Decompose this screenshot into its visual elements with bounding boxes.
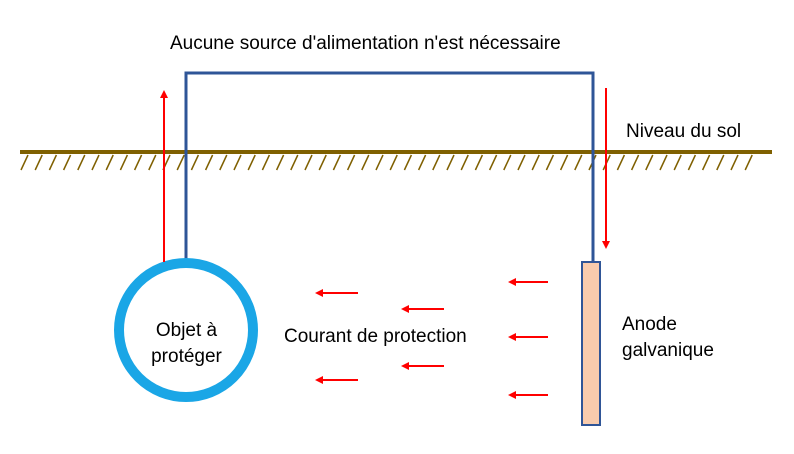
ground-hatch [34,154,43,171]
ground-hatch [531,154,540,171]
ground-hatch [417,154,427,171]
ground-hatch [730,154,739,171]
ground-hatch [20,154,29,171]
power-note-label: Aucune source d'alimentation n'est néces… [170,33,561,54]
connecting-wire [184,71,595,268]
ground-hatch [389,154,398,171]
ground-level-label: Niveau du sol [626,121,742,142]
ground-hatch [701,154,711,171]
ground-hatch [630,154,640,171]
ground-hatch [233,154,242,171]
ground-hatching [20,154,753,171]
ground-hatch [346,154,356,171]
ground-hatch [432,154,441,171]
galvanic-anode [581,261,601,426]
ground-hatch [446,154,455,171]
anode-label-line2: galvanique [622,340,714,361]
ground-hatch [261,154,271,171]
ground-hatch [148,154,157,171]
ground-hatch [332,154,342,171]
ground-hatch [304,154,313,171]
ground-hatch [460,154,469,171]
protected-object-ring [114,258,258,402]
ground-hatch [375,154,384,171]
ground-hatch [574,154,583,171]
ground-hatch [559,154,569,171]
ground-hatch [687,154,697,171]
ground-hatch [403,154,413,171]
ground-hatch [673,154,682,171]
galvanic-anode-label: Anode galvanique [622,312,714,364]
ground-hatch [616,154,626,171]
ground-hatch [290,154,299,171]
ground-hatch [204,154,214,171]
object-label-line1: Objet à [155,320,218,341]
ground-hatch [744,154,753,171]
protection-current-label: Courant de protection [284,326,467,347]
object-label-line2: protéger [151,346,222,367]
ground-hatch [48,154,58,171]
ground-hatch [659,154,668,171]
ground-hatch [318,154,327,171]
ground-hatch [133,154,143,171]
ground-hatch [545,154,555,171]
ground-hatch [517,154,526,171]
ground-hatch [105,154,114,171]
protection-current-arrows [315,278,548,399]
ground-level [20,150,772,171]
ground-hatch [645,154,654,171]
ground-hatch [91,154,100,171]
ground-hatch [503,154,512,171]
anode-label-line1: Anode [622,314,677,335]
ground-hatch [488,154,498,171]
ground-hatch [190,154,200,171]
ground-hatch [62,154,72,171]
ground-hatch [361,154,370,171]
ground-hatch [77,154,86,171]
ground-hatch [716,154,725,171]
ground-hatch [275,154,285,171]
ground-hatch [176,154,185,171]
protected-object-label: Objet à protéger [120,318,253,370]
ground-hatch [474,154,484,171]
ground-hatch [219,154,228,171]
ground-hatch [247,154,256,171]
ground-hatch [119,154,129,171]
